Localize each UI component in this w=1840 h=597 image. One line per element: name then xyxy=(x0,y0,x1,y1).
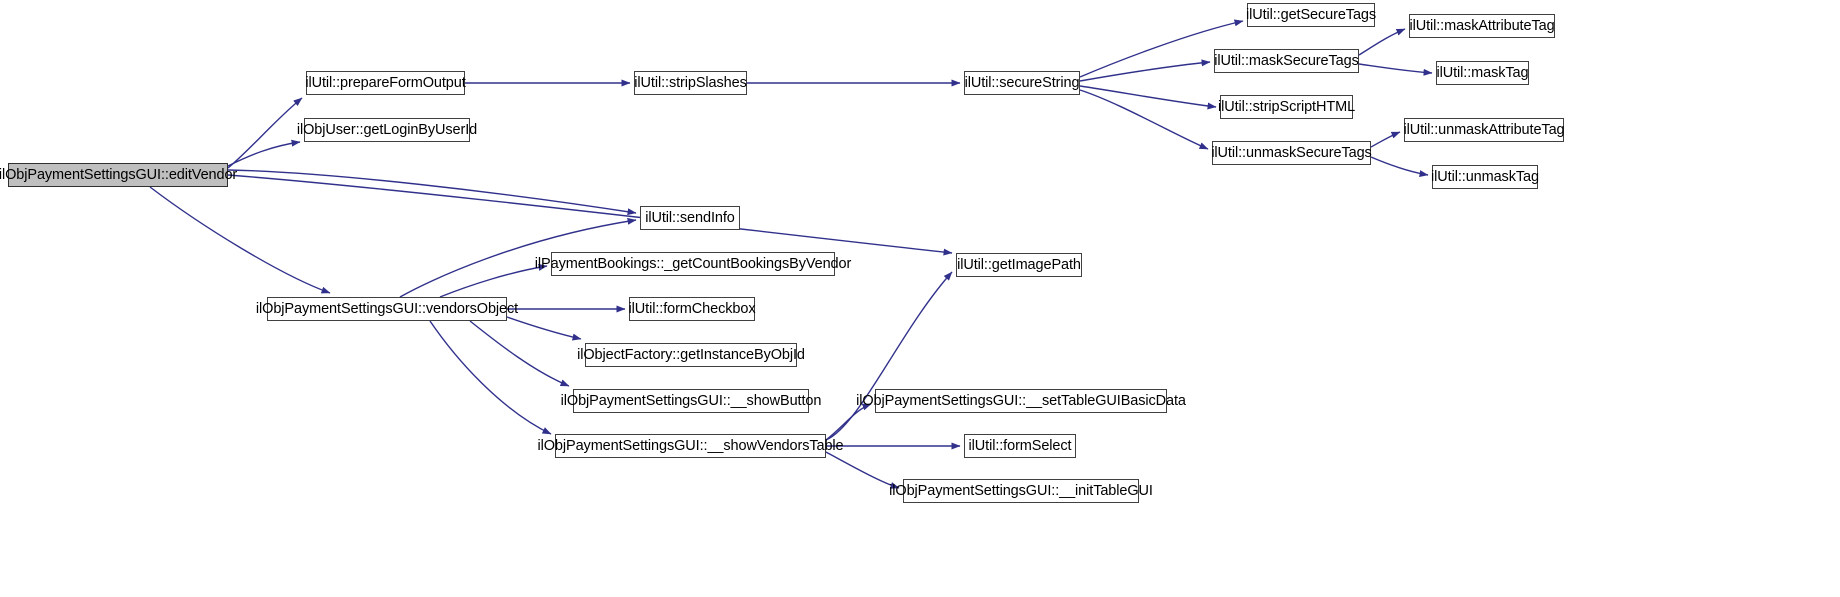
graph-edge-editVendor-to-getLoginByUserId xyxy=(227,139,301,167)
graph-node-label: ilObjPaymentSettingsGUI::__initTableGUI xyxy=(889,482,1153,499)
graph-edge-editVendor-to-sendInfo xyxy=(227,169,637,216)
graph-node-getInstanceByObjId[interactable]: ilObjectFactory::getInstanceByObjId xyxy=(577,343,805,367)
graph-node-label: ilUtil::stripSlashes xyxy=(634,74,747,91)
graph-edge-unmaskSecureTags-to-unmaskTag xyxy=(1370,156,1429,177)
graph-node-initTableGUI[interactable]: ilObjPaymentSettingsGUI::__initTableGUI xyxy=(889,479,1153,503)
graph-node-label: ilObjPaymentSettingsGUI::__showVendorsTa… xyxy=(537,437,844,454)
graph-node-label: ilUtil::sendInfo xyxy=(645,209,735,226)
graph-node-label: ilUtil::maskAttributeTag xyxy=(1409,17,1555,34)
graph-node-label: ilUtil::formCheckbox xyxy=(628,300,756,317)
graph-node-label: ilUtil::secureString xyxy=(964,74,1080,91)
graph-node-label: ilUtil::getSecureTags xyxy=(1245,6,1377,23)
graph-node-prepareFormOutput[interactable]: ilUtil::prepareFormOutput xyxy=(305,71,466,95)
graph-node-label: ilObjPaymentSettingsGUI::__setTableGUIBa… xyxy=(856,392,1186,409)
graph-node-label: ilUtil::prepareFormOutput xyxy=(305,74,466,91)
graph-node-label: ilObjPaymentSettingsGUI::__showButton xyxy=(560,392,822,409)
graph-node-label: ilPaymentBookings::_getCountBookingsByVe… xyxy=(534,255,852,272)
graph-edge-editVendor-to-vendorsObject xyxy=(149,186,331,294)
graph-node-formCheckbox[interactable]: ilUtil::formCheckbox xyxy=(629,297,756,321)
graph-edge-showVendorsTable-to-getImagePath xyxy=(825,271,953,441)
graph-node-label: ilUtil::stripScriptHTML xyxy=(1217,98,1356,115)
graph-edge-vendorsObject-to-showButton xyxy=(469,320,570,387)
graph-node-maskTag[interactable]: ilUtil::maskTag xyxy=(1436,61,1529,85)
graph-node-label: ilObjectFactory::getInstanceByObjId xyxy=(577,346,805,363)
graph-node-stripScriptHTML[interactable]: ilUtil::stripScriptHTML xyxy=(1218,95,1355,119)
graph-node-getSecureTags[interactable]: ilUtil::getSecureTags xyxy=(1246,3,1376,27)
graph-node-unmaskAttributeTag[interactable]: ilUtil::unmaskAttributeTag xyxy=(1404,118,1565,142)
graph-node-label: ilUtil::unmaskAttributeTag xyxy=(1403,121,1565,138)
graph-node-maskSecureTags[interactable]: ilUtil::maskSecureTags xyxy=(1214,49,1359,73)
graph-node-label: ilUtil::maskTag xyxy=(1436,64,1529,81)
graph-edge-maskSecureTags-to-maskTag xyxy=(1358,63,1433,76)
graph-node-unmaskSecureTags[interactable]: ilUtil::unmaskSecureTags xyxy=(1211,141,1372,165)
graph-node-label: ilUtil::unmaskTag xyxy=(1431,168,1539,185)
graph-node-showButton[interactable]: ilObjPaymentSettingsGUI::__showButton xyxy=(561,389,821,413)
graph-node-unmaskTag[interactable]: ilUtil::unmaskTag xyxy=(1431,165,1539,189)
graph-node-label: ilObjUser::getLoginByUserId xyxy=(296,121,478,138)
graph-node-getImagePath[interactable]: ilUtil::getImagePath xyxy=(956,253,1082,277)
graph-node-label: ilUtil::maskSecureTags xyxy=(1214,52,1359,69)
graph-edge-showVendorsTable-to-setTableGUIBasicData xyxy=(825,403,872,441)
graph-node-stripSlashes[interactable]: ilUtil::stripSlashes xyxy=(634,71,747,95)
graph-node-label: ilUtil::getImagePath xyxy=(957,256,1081,273)
graph-edge-secureString-to-maskSecureTags xyxy=(1079,59,1211,82)
graph-node-getCountBookingsByVendor[interactable]: ilPaymentBookings::_getCountBookingsByVe… xyxy=(535,252,851,276)
graph-node-vendorsObject[interactable]: ilObjPaymentSettingsGUI::vendorsObject xyxy=(256,297,518,321)
graph-edge-vendorsObject-to-showVendorsTable xyxy=(429,320,552,435)
graph-edge-maskSecureTags-to-maskAttributeTag xyxy=(1358,28,1406,56)
graph-node-maskAttributeTag[interactable]: ilUtil::maskAttributeTag xyxy=(1409,14,1555,38)
graph-node-setTableGUIBasicData[interactable]: ilObjPaymentSettingsGUI::__setTableGUIBa… xyxy=(856,389,1186,413)
graph-edge-vendorsObject-to-getInstanceByObjId xyxy=(506,316,582,341)
graph-node-getLoginByUserId[interactable]: ilObjUser::getLoginByUserId xyxy=(297,118,477,142)
graph-node-label: ilUtil::formSelect xyxy=(968,437,1072,454)
graph-node-formSelect[interactable]: ilUtil::formSelect xyxy=(964,434,1076,458)
graph-node-editVendor[interactable]: ilObjPaymentSettingsGUI::editVendor xyxy=(0,163,237,187)
graph-node-label: ilObjPaymentSettingsGUI::vendorsObject xyxy=(255,300,519,317)
graph-edge-editVendor-to-getImagePath xyxy=(227,174,953,256)
graph-edge-secureString-to-stripScriptHTML xyxy=(1079,85,1217,110)
graph-edge-showVendorsTable-to-initTableGUI xyxy=(825,451,900,489)
graph-node-secureString[interactable]: ilUtil::secureString xyxy=(964,71,1080,95)
graph-node-label: ilUtil::unmaskSecureTags xyxy=(1211,144,1372,161)
graph-node-sendInfo[interactable]: ilUtil::sendInfo xyxy=(640,206,740,230)
graph-node-label: ilObjPaymentSettingsGUI::editVendor xyxy=(0,166,238,183)
graph-node-showVendorsTable[interactable]: ilObjPaymentSettingsGUI::__showVendorsTa… xyxy=(538,434,844,458)
graph-edge-secureString-to-unmaskSecureTags xyxy=(1079,89,1209,150)
